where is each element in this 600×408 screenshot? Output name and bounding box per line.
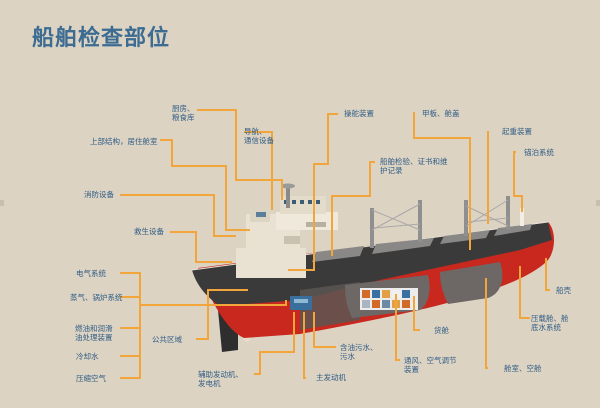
label-main-engine: 主发动机	[316, 373, 346, 382]
label-deck: 甲板、舱盖	[422, 109, 460, 118]
label-cooling-water: 冷却水	[76, 352, 99, 361]
leader-lines	[120, 109, 550, 379]
label-firefighting: 消防设备	[84, 190, 114, 199]
label-navigation: 导航、 通信设备	[244, 127, 274, 145]
cranes	[370, 196, 510, 248]
label-aux-engine: 辅助发动机、 发电机	[198, 370, 243, 388]
label-electrical: 电气系统	[76, 269, 106, 278]
label-lifting: 起重装置	[502, 127, 532, 136]
page-title: 船舶检查部位	[32, 25, 171, 51]
label-steering: 操舵装置	[344, 109, 374, 118]
label-tanks: 舱室、空舱	[504, 364, 542, 373]
next-slide-marker[interactable]	[596, 200, 600, 206]
hull-upper	[192, 222, 552, 306]
label-cargo-hold: 货舱	[434, 326, 449, 335]
label-fuel-oil: 燃油和润滑 油处理装置	[75, 324, 113, 342]
label-compressed-air: 压缩空气	[76, 374, 106, 383]
label-superstructure: 上部结构，居住舱室	[90, 137, 158, 146]
label-ventilation: 通风、空气调节 装置	[404, 356, 457, 374]
label-public-area: 公共区域	[152, 335, 182, 344]
label-mooring: 锚泊系统	[524, 148, 554, 157]
label-steam-boiler: 蒸气、锅炉系统	[70, 293, 123, 302]
label-ballast: 压载舱、舱 底水系统	[531, 314, 569, 332]
label-hull: 船壳	[556, 286, 571, 295]
cargo-containers	[360, 288, 418, 310]
prev-slide-marker[interactable]	[0, 200, 4, 206]
superstructure	[236, 183, 524, 278]
label-galley: 厨房、 粮食库	[172, 104, 195, 122]
ship-illustration	[191, 183, 554, 352]
label-inspection-certs: 船舶检验、证书和维 护记录	[380, 157, 448, 175]
label-oily-sewage: 含油污水、 污水	[340, 343, 378, 361]
label-lifesaving: 救生设备	[134, 227, 164, 236]
